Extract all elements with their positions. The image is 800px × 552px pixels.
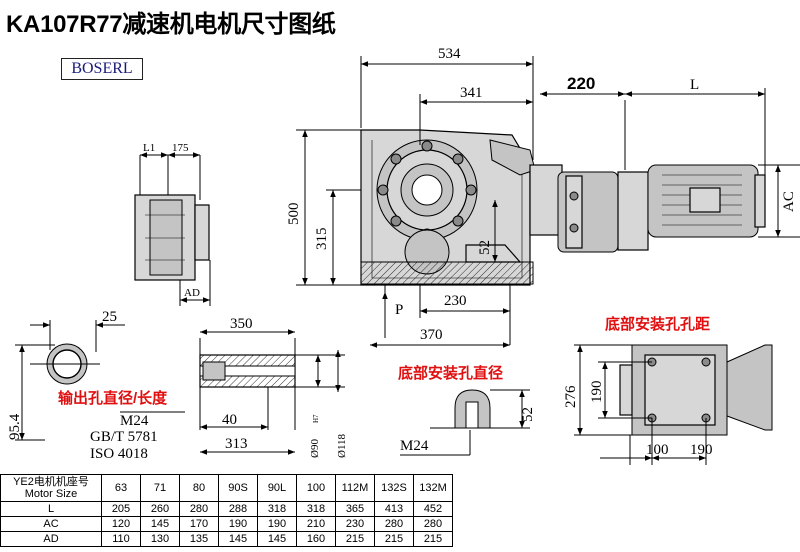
table-cell: 288 [218, 501, 258, 517]
table-header-cell: 90S [218, 474, 258, 502]
table-cell: 413 [374, 501, 414, 517]
dim-AC: AC [781, 191, 797, 212]
table-header-cell: 112M [335, 474, 375, 502]
table-cell: 205 [101, 501, 141, 517]
note-iso: ISO 4018 [90, 446, 148, 462]
table-cell: 452 [413, 501, 453, 517]
table-cell: 190 [218, 516, 258, 532]
table-cell: 135 [179, 531, 219, 547]
table-cell: AD [0, 531, 102, 547]
table-header-cell: 132S [374, 474, 414, 502]
note-base-hole-dia: 底部安装孔直径 [398, 364, 503, 382]
dim-95: 95.4 [7, 413, 23, 440]
side-view: L1 175 AD [134, 142, 211, 306]
table-cell: 145 [140, 516, 180, 532]
output-hole-detail: 25 95.4 [7, 309, 125, 441]
dim-P: P [395, 302, 403, 318]
dim-220: 220 [567, 74, 595, 93]
table-cell: 160 [296, 531, 336, 547]
table-row: AC 120 145 170 190 190 210 230 280 280 [0, 516, 453, 532]
table-header-cell: 63 [101, 474, 141, 502]
dim-230: 230 [444, 293, 467, 309]
note-output-hole: 输出孔直径/长度 [58, 389, 168, 407]
table-header-cell: 132M [413, 474, 453, 502]
dim-276: 276 [563, 385, 579, 408]
motor-size-table: YE2电机机座号 Motor Size 63 71 80 90S 90L 100… [0, 474, 453, 547]
table-cell: 120 [101, 516, 141, 532]
table-header-cell: YE2电机机座号 Motor Size [0, 474, 102, 502]
dim-90-tol: H7 [312, 414, 320, 423]
dim-500: 500 [286, 203, 302, 226]
dim-313: 313 [225, 436, 248, 452]
dim-350: 350 [230, 316, 253, 332]
dim-AD: AD [184, 287, 200, 299]
table-cell: 145 [218, 531, 258, 547]
dim-90: Ø90 [309, 439, 321, 458]
dim-L1: L1 [143, 142, 155, 154]
table-cell: 260 [140, 501, 180, 517]
table-header-cell: 71 [140, 474, 180, 502]
table-header-cell: 80 [179, 474, 219, 502]
table-cell: 318 [296, 501, 336, 517]
table-cell: 280 [179, 501, 219, 517]
table-cell: 280 [374, 516, 414, 532]
table-cell: 280 [413, 516, 453, 532]
brand-logo: BOSERL [61, 58, 143, 80]
table-cell: 210 [296, 516, 336, 532]
dim-52b: 52 [520, 407, 536, 422]
table-cell: 215 [335, 531, 375, 547]
table-cell: 170 [179, 516, 219, 532]
table-cell: 215 [374, 531, 414, 547]
dim-534: 534 [438, 46, 461, 62]
dim-315: 315 [314, 228, 330, 251]
dimension-drawing: 534 341 220 L AC 500 315 52 P 230 370 [7, 46, 800, 465]
table-cell: 365 [335, 501, 375, 517]
note-m24: M24 [120, 413, 149, 429]
main-front-view: 534 341 220 L AC 500 315 52 P 230 370 [286, 46, 800, 348]
base-hole-distance-detail: 底部安装孔孔距 276 190 100 190 [563, 315, 773, 465]
table-row: L 205 260 280 288 318 318 365 413 452 [0, 501, 453, 517]
header-label: YE2电机机座号 Motor Size [13, 476, 89, 500]
dim-370: 370 [420, 327, 443, 343]
table-row: AD 110 130 135 145 145 160 215 215 215 [0, 531, 453, 547]
note-base-hole-dist: 底部安装孔孔距 [605, 315, 710, 333]
dim-m24b: M24 [400, 438, 429, 454]
dim-175: 175 [172, 142, 189, 154]
table-row: YE2电机机座号 Motor Size 63 71 80 90S 90L 100… [0, 474, 453, 502]
table-cell: 145 [257, 531, 297, 547]
base-hole-detail: 底部安装孔直径 52 M24 [398, 364, 536, 456]
hollow-shaft-section: 350 40 313 Ø90 H7 Ø118 [199, 316, 348, 458]
dim-190h: 190 [690, 442, 713, 458]
dim-190v: 190 [589, 381, 605, 404]
dim-40: 40 [222, 412, 237, 428]
table-cell: 318 [257, 501, 297, 517]
table-cell: L [0, 501, 102, 517]
dim-L: L [690, 77, 699, 93]
dim-52a: 52 [477, 240, 493, 255]
table-cell: 230 [335, 516, 375, 532]
dim-341: 341 [460, 85, 483, 101]
table-cell: 110 [101, 531, 141, 547]
dim-100: 100 [646, 442, 669, 458]
table-cell: 190 [257, 516, 297, 532]
note-gb: GB/T 5781 [90, 429, 158, 445]
table-cell: 215 [413, 531, 453, 547]
dim-25: 25 [102, 309, 117, 325]
dim-118: Ø118 [336, 433, 348, 458]
page-title: KA107R77减速机电机尺寸图纸 [6, 11, 336, 38]
table-cell: 130 [140, 531, 180, 547]
table-header-cell: 90L [257, 474, 297, 502]
table-header-cell: 100 [296, 474, 336, 502]
table-cell: AC [0, 516, 102, 532]
